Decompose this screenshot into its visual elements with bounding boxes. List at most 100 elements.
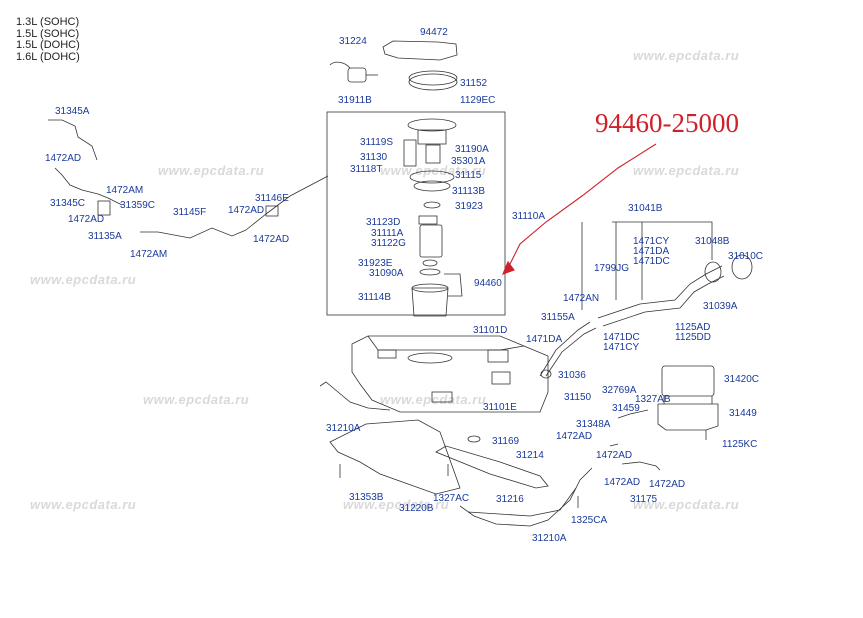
part-label: 31214 bbox=[516, 450, 544, 461]
watermark: www.epcdata.ru bbox=[380, 392, 487, 407]
part-label: 31348A bbox=[576, 419, 611, 430]
spring bbox=[403, 139, 417, 167]
part-label: 31101D bbox=[473, 325, 507, 336]
fuel-tank bbox=[351, 335, 549, 413]
part-label: 31216 bbox=[496, 494, 524, 505]
part-label: 31345A bbox=[55, 106, 90, 117]
watermark: www.epcdata.ru bbox=[633, 497, 740, 512]
part-label: 31169 bbox=[492, 436, 520, 447]
vent-hose-31175 bbox=[621, 461, 661, 471]
part-label: 31041B bbox=[628, 203, 663, 214]
part-label: 1472AD bbox=[649, 479, 685, 490]
engine-variant: 1.5L (SOHC) bbox=[16, 27, 80, 40]
part-label: 94472 bbox=[420, 27, 448, 38]
vent-hose-31348a bbox=[609, 443, 619, 447]
part-label: 31152 bbox=[460, 78, 488, 89]
part-label: 35301A bbox=[451, 156, 486, 167]
part-label: 31110A bbox=[512, 211, 545, 222]
pump-motor bbox=[419, 224, 443, 258]
part-label: 31353B bbox=[349, 492, 384, 503]
part-label: 31220B bbox=[399, 503, 434, 514]
canister-31420c bbox=[661, 365, 715, 397]
part-label: 1125KC bbox=[722, 439, 757, 450]
part-label: 31135A bbox=[88, 231, 122, 242]
pump-flange bbox=[407, 118, 457, 132]
part-label: 31039A bbox=[703, 301, 738, 312]
part-labels: 94472 31224 31152 31911B 1129EC 31345A 3… bbox=[45, 27, 763, 544]
part-label: 31155A bbox=[541, 312, 575, 323]
filler-cap bbox=[731, 254, 753, 280]
filler-pipe bbox=[597, 265, 723, 319]
part-label: 31190A bbox=[455, 144, 489, 155]
part-label: 1472AM bbox=[106, 185, 143, 196]
strainer bbox=[411, 287, 449, 317]
part-label: 31036 bbox=[558, 370, 586, 381]
part-label: 31923 bbox=[455, 201, 483, 212]
part-label: 1471DA bbox=[633, 246, 669, 257]
part-label: 1472AM bbox=[130, 249, 167, 260]
part-label: 31010C bbox=[728, 251, 763, 262]
part-label: 31118T bbox=[350, 164, 382, 175]
part-label: 31122G bbox=[371, 238, 406, 249]
filler-hose bbox=[539, 321, 591, 377]
bracket bbox=[425, 144, 441, 164]
part-label: 31123D bbox=[366, 217, 400, 228]
vent-hose-31459 bbox=[617, 409, 649, 419]
pump-module-box bbox=[326, 111, 506, 316]
cover-plate bbox=[382, 40, 458, 61]
leader-lines bbox=[581, 221, 713, 310]
tank-strap-31210a bbox=[459, 467, 593, 527]
gasket-31169 bbox=[467, 435, 481, 443]
part-label: 1327AB bbox=[635, 394, 671, 405]
part-label: 31113B bbox=[452, 186, 485, 197]
part-label: 1471DA bbox=[526, 334, 562, 345]
watermark: www.epcdata.ru bbox=[158, 163, 265, 178]
watermark: www.epcdata.ru bbox=[380, 163, 487, 178]
part-label: 1472AD bbox=[253, 234, 289, 245]
fuel-sender bbox=[444, 273, 463, 297]
part-label: 31345C bbox=[50, 198, 85, 209]
part-label: 31923E bbox=[358, 258, 393, 269]
engine-variant-list: 1.3L (SOHC) 1.5L (SOHC) 1.5L (DOHC) 1.6L… bbox=[16, 16, 80, 63]
watermark: www.epcdata.ru bbox=[30, 272, 137, 287]
part-label: 31115 bbox=[455, 170, 482, 181]
part-label: 31130 bbox=[360, 152, 388, 163]
part-label: 1471DC bbox=[603, 332, 640, 343]
fuel-filter-line bbox=[329, 61, 351, 69]
fuel-line-to-tank bbox=[245, 175, 329, 231]
part-label: 31911B bbox=[338, 95, 372, 106]
part-label: 31146E bbox=[255, 193, 289, 204]
part-label: 31459 bbox=[612, 403, 640, 414]
fuel-filter bbox=[347, 67, 367, 83]
part-label: 1129EC bbox=[460, 95, 495, 106]
part-label: 31359C bbox=[120, 200, 155, 211]
part-label: 31150 bbox=[564, 392, 592, 403]
part-label: 31119S bbox=[360, 137, 393, 148]
part-label: 31449 bbox=[729, 408, 757, 419]
part-label: 1472AD bbox=[45, 153, 81, 164]
part-label: 31145F bbox=[173, 207, 206, 218]
part-label: 31224 bbox=[339, 36, 367, 47]
part-label: 1472AD bbox=[596, 450, 632, 461]
callout-arrow bbox=[502, 143, 657, 275]
engine-variant: 1.3L (SOHC) bbox=[16, 16, 80, 28]
part-label: 31048B bbox=[695, 236, 730, 247]
watermark: www.epcdata.ru bbox=[343, 497, 450, 512]
part-label: 1125AD bbox=[675, 322, 710, 333]
watermark: www.epcdata.ru bbox=[143, 392, 250, 407]
part-label: 31114B bbox=[358, 292, 391, 303]
part-label: 1472AD bbox=[68, 214, 104, 225]
part-label: 1125DD bbox=[675, 332, 711, 343]
part-label: 1327AC bbox=[433, 493, 469, 504]
tank-strap-left bbox=[319, 381, 391, 411]
part-label: 1472AD bbox=[556, 431, 592, 442]
part-label: 31175 bbox=[630, 494, 658, 505]
part-label: 31111A bbox=[371, 228, 404, 239]
part-label: 31210A bbox=[532, 533, 567, 544]
watermark: www.epcdata.ru bbox=[633, 163, 740, 178]
engine-variant: 1.5L (DOHC) bbox=[16, 39, 80, 51]
watermark: www.epcdata.ru bbox=[30, 497, 137, 512]
part-label: 31090A bbox=[369, 268, 404, 279]
part-label: 31420C bbox=[724, 374, 759, 385]
part-label: 1471DC bbox=[633, 256, 670, 267]
